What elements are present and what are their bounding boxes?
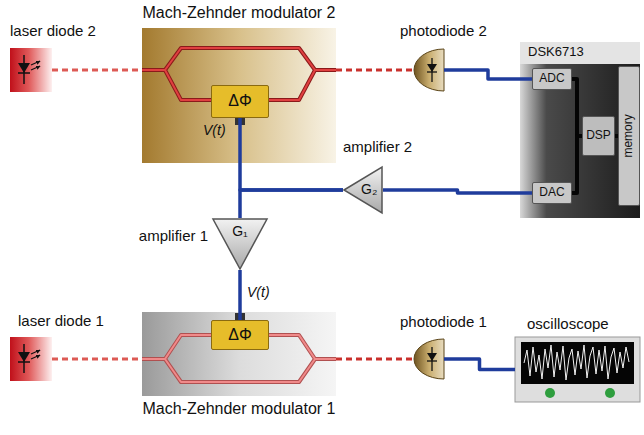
emission-arrow [31,66,40,70]
optical-path [52,358,142,361]
gain-symbol: G₂ [361,181,377,197]
modulator: Mach-Zehnder modulator 1ΔΦ [142,312,336,396]
diode-bar [427,71,437,72]
diode-symbol [427,353,437,361]
oscilloscope-icon [515,337,640,402]
laser-diode-icon [10,337,52,381]
amplifier: amplifier 2G₂ [343,166,383,214]
board-header [520,42,640,64]
photodiode: photodiode 2 [412,49,444,91]
converter-block: ADC [532,68,572,90]
oscilloscope: oscilloscope [515,337,640,402]
gain-symbol: G₁ [232,223,248,239]
signal-name: V(t) [203,122,226,138]
diode-bar [18,361,30,363]
signal-wire [383,190,532,193]
diode-symbol [18,352,30,362]
photodiode-icon [414,339,444,379]
dsp-board: DSK6713ADC DSP memoryDAC [520,42,640,218]
scope-body [515,337,640,402]
phase-symbol: ΔΦ [228,326,251,344]
device-label: laser diode 2 [10,22,96,39]
signal-wire [444,359,515,370]
photodiode-icon [414,49,444,91]
emission-arrow [31,61,40,65]
photodiode-dome [414,49,444,91]
optical-path [52,69,142,72]
processor-block: DSP [582,116,615,156]
signal-wire [238,270,242,320]
block-label: memory [622,114,636,157]
laser-diode-icon [10,48,52,92]
scope-knob [545,388,555,398]
device-label: amplifier 2 [343,138,412,155]
optical-path [336,358,412,361]
amplifier-triangle [344,167,382,213]
board-bus [572,79,582,136]
signal-wire [240,190,343,218]
scope-screen [521,342,634,384]
diode-bar [427,360,437,361]
noise-trace [524,345,629,380]
laser-housing [10,48,52,92]
laser-diode: laser diode 1 [10,337,52,381]
phase-shifter: ΔΦ [211,320,269,350]
device-label: Mach-Zehnder modulator 2 [143,4,336,22]
laser-housing [10,337,52,381]
laser-diode: laser diode 2 [10,48,52,92]
photodiode-dome [414,339,444,379]
board-label: DSK6713 [528,45,584,60]
emission-arrow [31,350,40,354]
emission-arrow [31,355,40,359]
diode-bar [18,72,30,74]
dsp-board [520,42,640,218]
board-bus [572,136,582,193]
diode-symbol [18,63,30,73]
device-label: photodiode 2 [400,22,487,39]
signal-wire [240,118,343,190]
amplifier-triangle [213,219,267,269]
block-label: DAC [539,186,564,200]
memory-block: memory [618,66,640,206]
device-label: amplifier 1 [139,227,208,244]
device-label: photodiode 1 [400,313,487,330]
optical-path [336,69,412,72]
diode-symbol [427,64,437,72]
signal-wire [444,70,532,79]
phase-shifter: ΔΦ [211,85,269,118]
block-label: ADC [539,72,564,86]
modulator: Mach-Zehnder modulator 2ΔΦ [142,28,336,163]
device-label: Mach-Zehnder modulator 1 [143,400,336,418]
photodiode: photodiode 1 [412,339,444,379]
converter-block: DAC [532,182,572,204]
block-label: DSP [586,129,611,143]
amplifier: amplifier 1G₁ [212,218,268,270]
signal-name: V(t) [247,284,270,300]
device-label: oscilloscope [527,315,609,332]
phase-symbol: ΔΦ [228,92,251,110]
modulator-body [142,312,336,396]
scope-knob [605,388,615,398]
device-label: laser diode 1 [18,312,104,329]
